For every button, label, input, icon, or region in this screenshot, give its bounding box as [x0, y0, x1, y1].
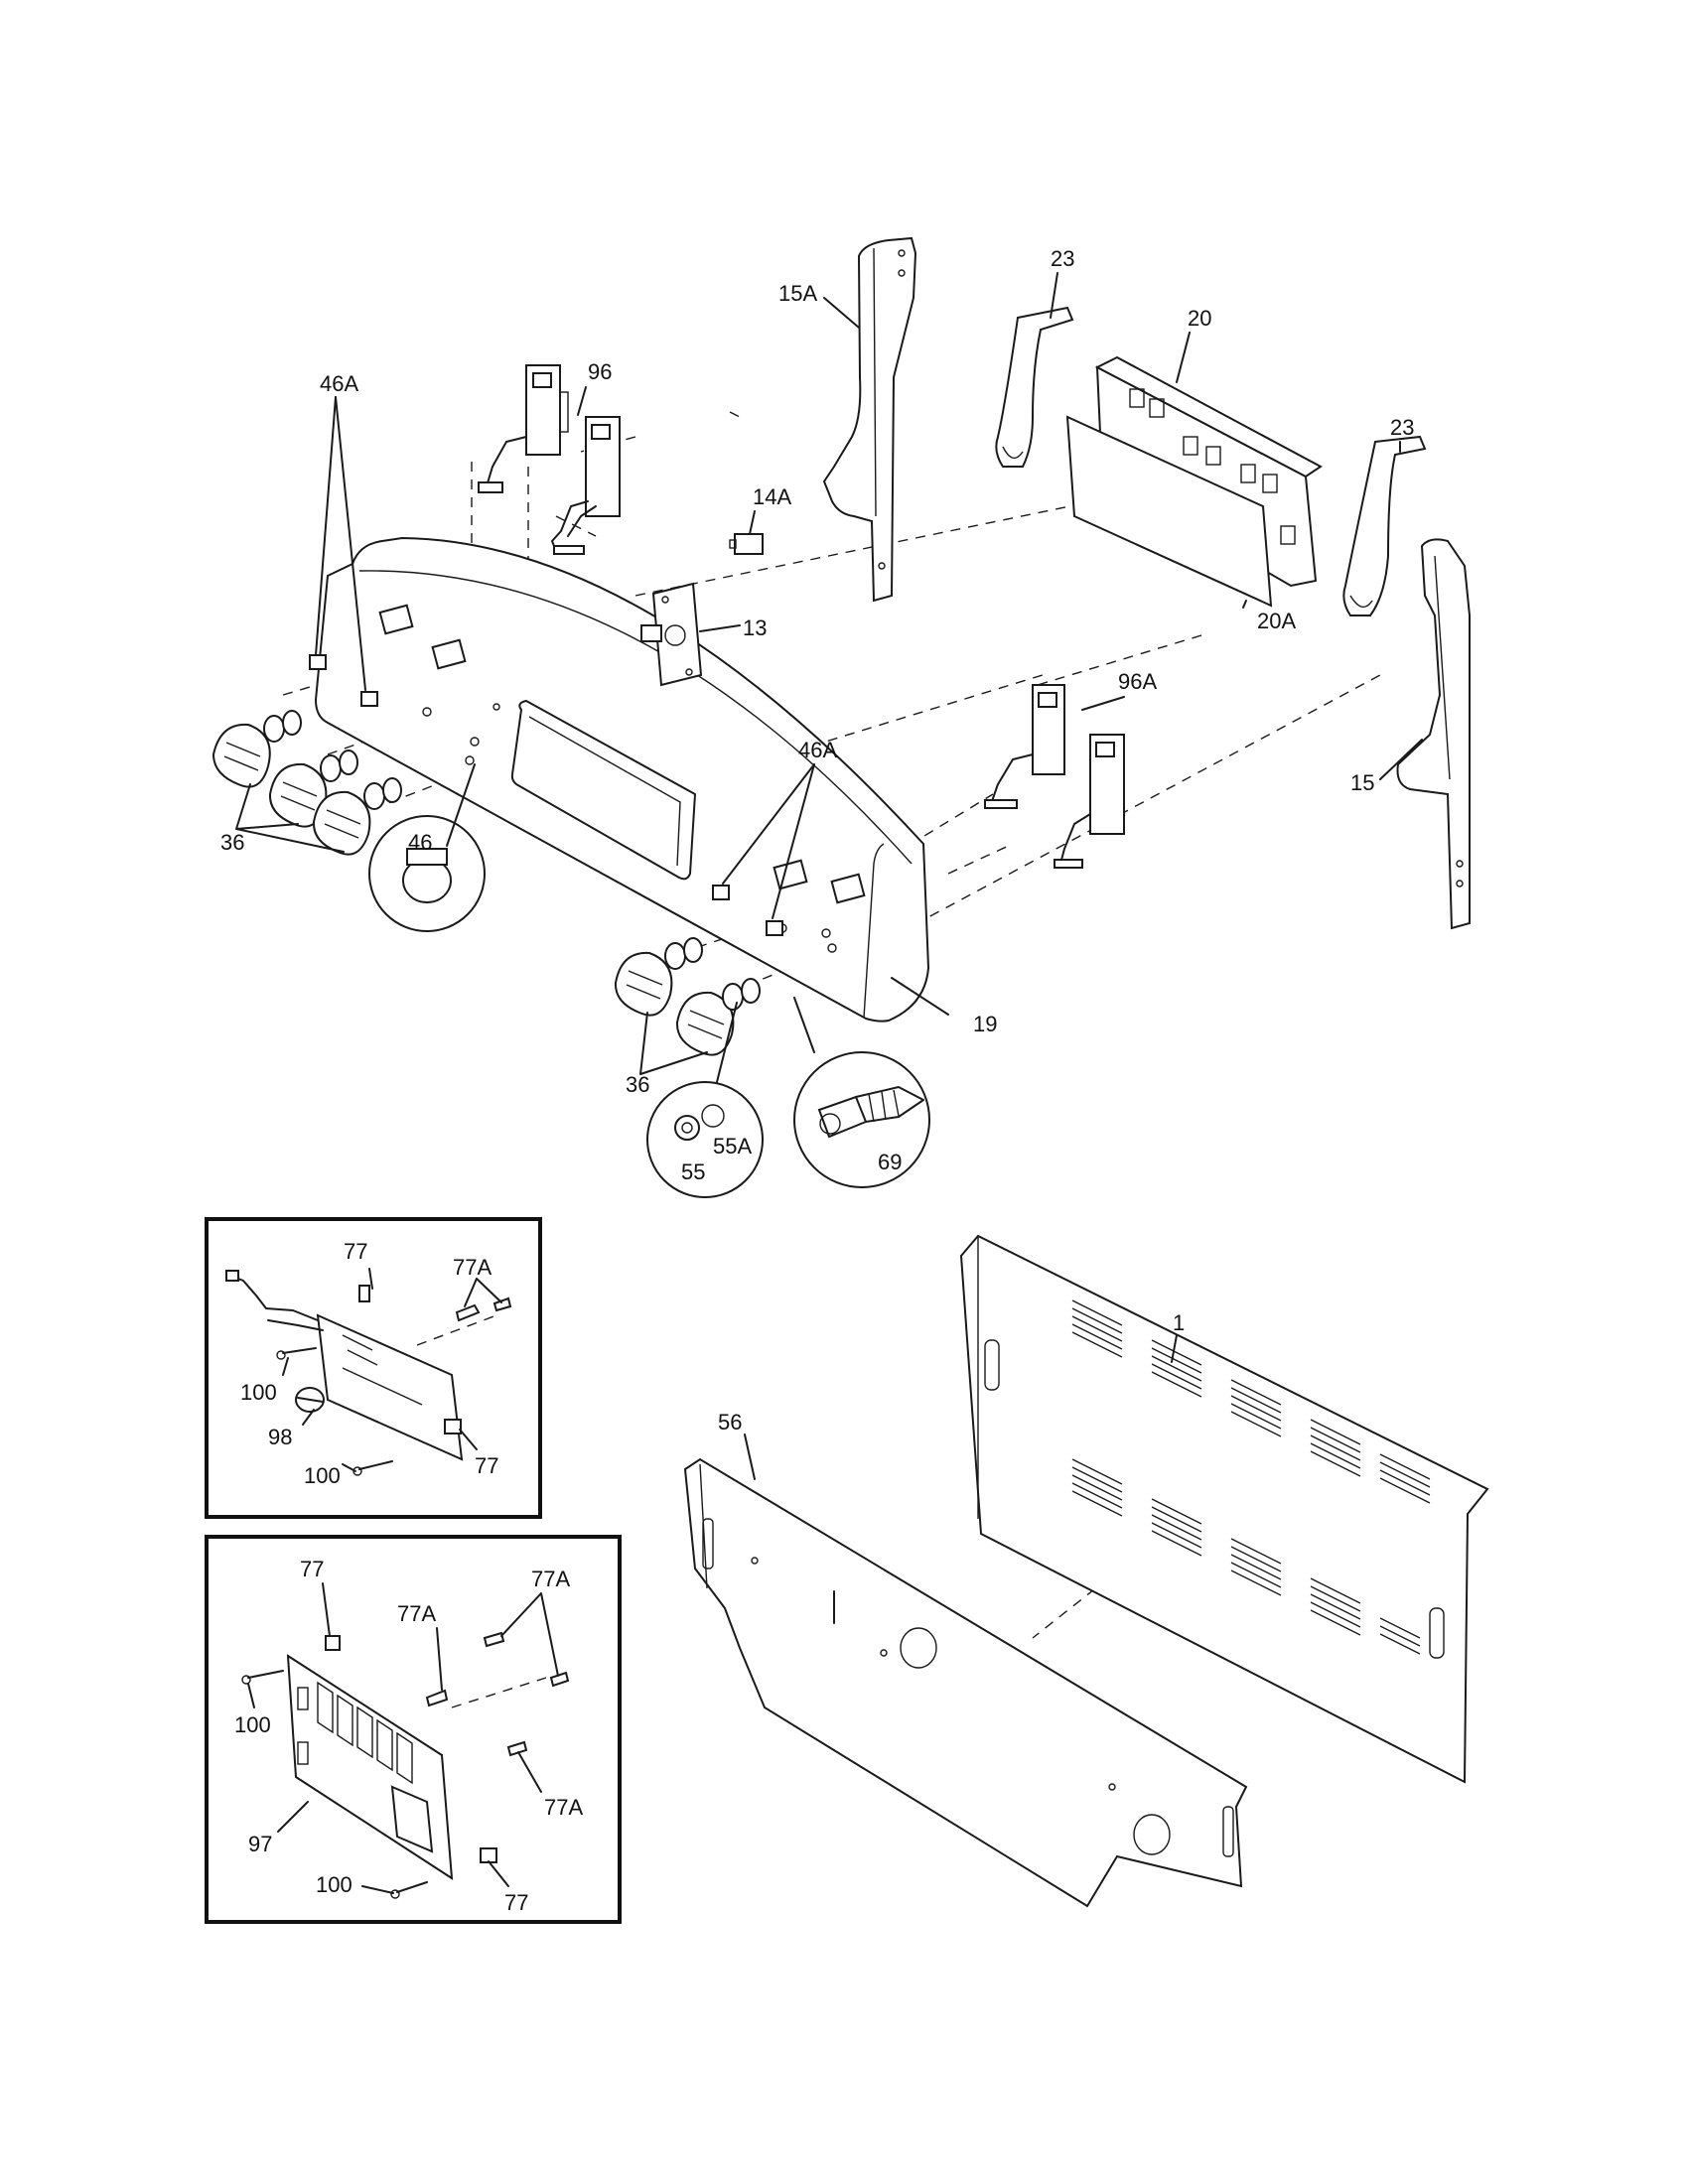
callout-56: 56: [718, 1410, 742, 1434]
callout-98: 98: [268, 1425, 292, 1449]
switch-96: [478, 364, 621, 555]
back-panel-1: [959, 1234, 1489, 1784]
callout-14A: 14A: [753, 484, 791, 509]
control-panel-19: [314, 536, 930, 1023]
callout-100: 100: [316, 1872, 352, 1897]
end-cap-23: [995, 306, 1074, 468]
callout-13: 13: [743, 615, 767, 640]
inset-box-board-97: [205, 1535, 622, 1924]
callout-36: 36: [626, 1072, 649, 1097]
callout-15: 15: [1350, 770, 1374, 795]
callout-100: 100: [304, 1463, 341, 1488]
switch-13: [640, 582, 703, 687]
callout-77: 77: [344, 1239, 367, 1264]
callout-55: 55: [681, 1160, 705, 1184]
leader-lines: [235, 272, 1423, 1480]
callout-23: 23: [1051, 246, 1074, 271]
detail-circle-69: [793, 997, 930, 1188]
knob-36: [312, 777, 402, 856]
manifold-panel-56: [683, 1457, 1248, 1908]
callout-77: 77: [300, 1557, 324, 1581]
knob-36: [614, 937, 703, 1017]
callout-77A: 77A: [453, 1255, 492, 1280]
detail-circle-55: [646, 1002, 764, 1198]
callout-labels: 15A 23 20 23 96 14A 46A 13 20A 96A 46A 1…: [220, 246, 1414, 1915]
callout-77: 77: [475, 1453, 498, 1478]
callout-77: 77: [504, 1890, 528, 1915]
clip-46A: [309, 654, 783, 936]
callout-1: 1: [1173, 1310, 1185, 1335]
callout-23: 23: [1390, 415, 1414, 440]
knob-36: [675, 978, 761, 1056]
callout-46A: 46A: [798, 738, 837, 762]
callout-20: 20: [1188, 306, 1211, 331]
inset-leader-lines: [247, 1268, 559, 1894]
callout-46: 46: [408, 830, 432, 855]
callout-55A: 55A: [713, 1134, 752, 1159]
switch-96A: [984, 684, 1125, 869]
side-trim-15: [1396, 538, 1471, 930]
callout-36: 36: [220, 830, 244, 855]
callout-46A: 46A: [320, 371, 358, 396]
callout-15A: 15A: [778, 281, 817, 306]
callout-97: 97: [248, 1832, 272, 1856]
callout-100: 100: [240, 1380, 277, 1405]
detail-circle-46: [368, 763, 486, 932]
switch-14A: [729, 533, 764, 555]
end-cap-23: [1342, 435, 1427, 616]
callout-69: 69: [878, 1150, 902, 1174]
callout-100: 100: [234, 1712, 271, 1737]
callout-77A: 77A: [397, 1601, 436, 1626]
side-trim-15A: [822, 236, 917, 603]
inset-box-board-98: [205, 1217, 542, 1519]
callout-20A: 20A: [1257, 609, 1296, 633]
callout-19: 19: [973, 1012, 997, 1036]
overlay-20A: [1065, 415, 1273, 608]
callout-96: 96: [588, 359, 612, 384]
callout-96A: 96A: [1118, 669, 1157, 694]
callout-77A: 77A: [531, 1567, 570, 1591]
knob-36: [211, 710, 302, 788]
callout-77A: 77A: [544, 1795, 583, 1820]
